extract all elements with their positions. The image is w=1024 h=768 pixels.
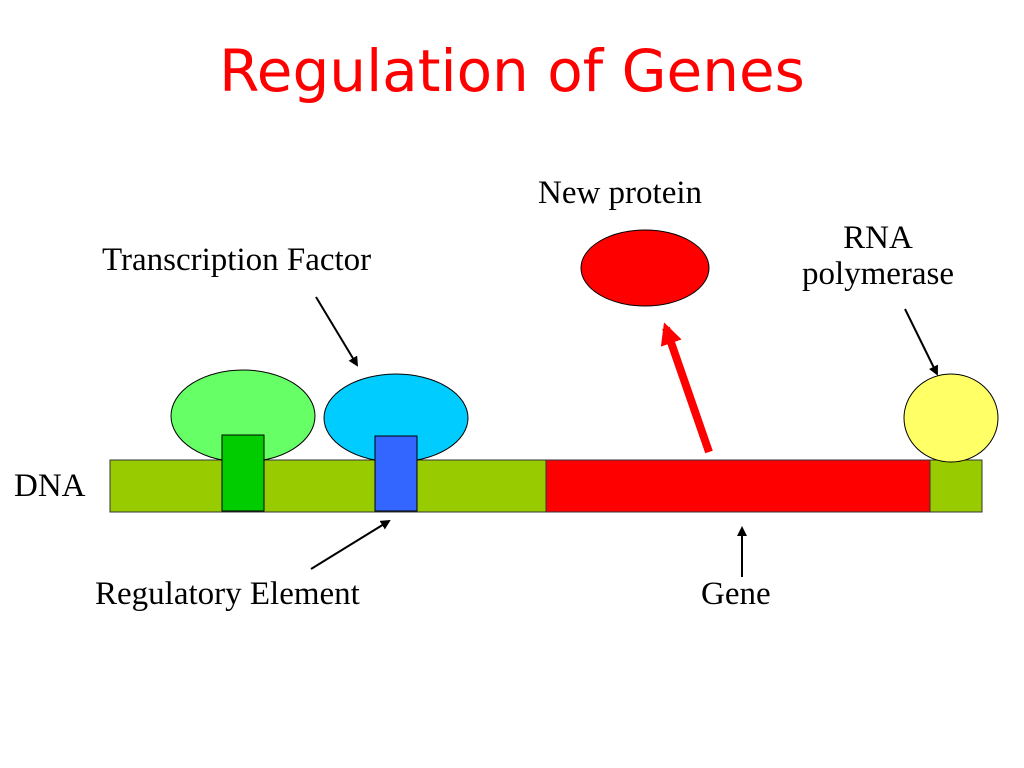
rna-polymerase (903, 373, 999, 463)
new-protein (580, 229, 710, 307)
rna-polymerase-label: RNA polymerase (760, 220, 996, 293)
regulatory-element-label: Regulatory Element (95, 576, 360, 612)
slide-title: Regulation of Genes (219, 37, 805, 105)
rna-polymerase-label-line1: RNA (843, 220, 913, 256)
new-protein-label: New protein (538, 175, 703, 211)
transcription-factor-pointer-arrow (315, 296, 359, 367)
dna-label: DNA (14, 468, 86, 504)
expression-arrow (660, 322, 713, 454)
regulatory-element-1 (221, 434, 265, 512)
regulatory-element-2 (374, 435, 418, 512)
regulatory-element-pointer-arrow (310, 519, 391, 570)
transcription-factor-label: Transcription Factor (102, 242, 372, 278)
gene-segment (545, 459, 931, 513)
rna-polymerase-label-line2: polymerase (801, 256, 955, 293)
rna-polymerase-pointer-arrow (904, 308, 938, 376)
gene-label: Gene (701, 576, 771, 612)
